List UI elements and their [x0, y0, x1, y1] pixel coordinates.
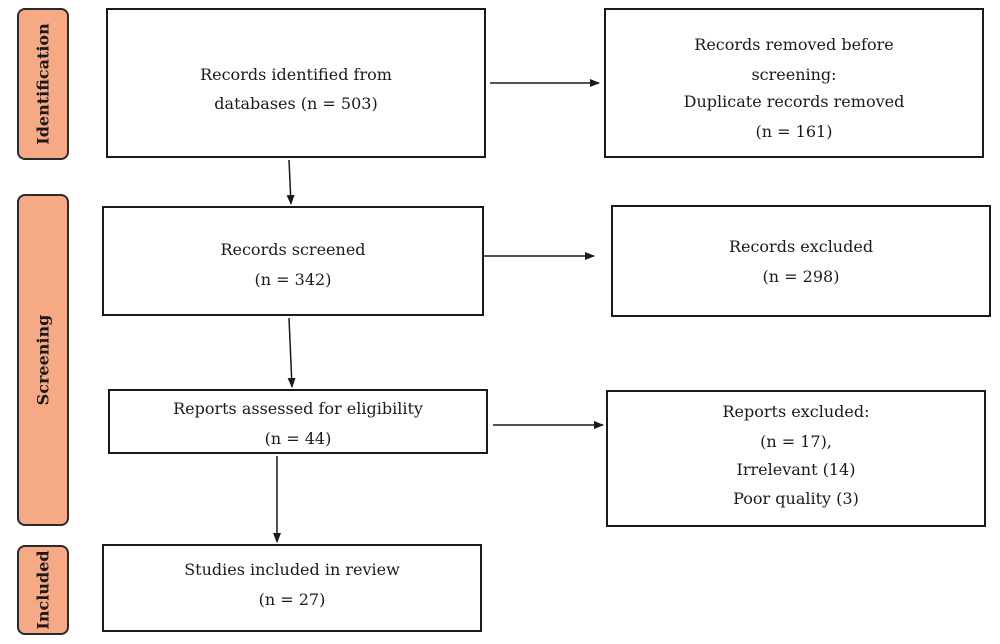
records-excluded-box: Records excluded (n = 298) — [611, 205, 991, 317]
reports-excluded-line-2: (n = 17), — [760, 432, 832, 451]
records-identified-box: Records identified from databases (n = 5… — [106, 8, 486, 158]
records-identified-line-2: databases (n = 503) — [214, 94, 378, 113]
phase-included: Included — [17, 545, 69, 635]
studies-included-box: Studies included in review (n = 27) — [102, 544, 482, 632]
phase-identification: Identification — [17, 8, 69, 160]
studies-included-line-2: (n = 27) — [258, 590, 326, 609]
reports-assessed-line-2: (n = 44) — [264, 429, 332, 448]
reports-excluded-line-3: Irrelevant (14) — [736, 460, 856, 479]
records-removed-line-3: Duplicate records removed — [683, 92, 905, 111]
reports-assessed-box: Reports assessed for eligibility (n = 44… — [108, 389, 488, 454]
studies-included-line-1: Studies included in review — [184, 560, 400, 579]
reports-excluded-box: Reports excluded: (n = 17), Irrelevant (… — [606, 390, 986, 527]
arrow-screened-to-assessed — [287, 317, 296, 388]
records-screened-line-2: (n = 342) — [254, 270, 332, 289]
records-removed-line-2: screening: — [751, 65, 837, 84]
reports-excluded-line-1: Reports excluded: — [722, 402, 870, 421]
records-removed-box: Records removed before screening: Duplic… — [604, 8, 984, 158]
reports-assessed-line-1: Reports assessed for eligibility — [173, 399, 423, 418]
records-identified-line-1: Records identified from — [200, 65, 392, 84]
records-removed-line-1: Records removed before — [694, 35, 894, 54]
records-excluded-line-1: Records excluded — [728, 237, 874, 256]
records-removed-line-4: (n = 161) — [755, 122, 833, 141]
records-excluded-line-2: (n = 298) — [762, 267, 840, 286]
arrow-identified-to-screened — [286, 159, 295, 205]
records-screened-box: Records screened (n = 342) — [102, 206, 484, 316]
reports-excluded-line-4: Poor quality (3) — [733, 489, 859, 508]
records-screened-line-1: Records screened — [220, 240, 366, 259]
phase-screening: Screening — [17, 194, 69, 526]
